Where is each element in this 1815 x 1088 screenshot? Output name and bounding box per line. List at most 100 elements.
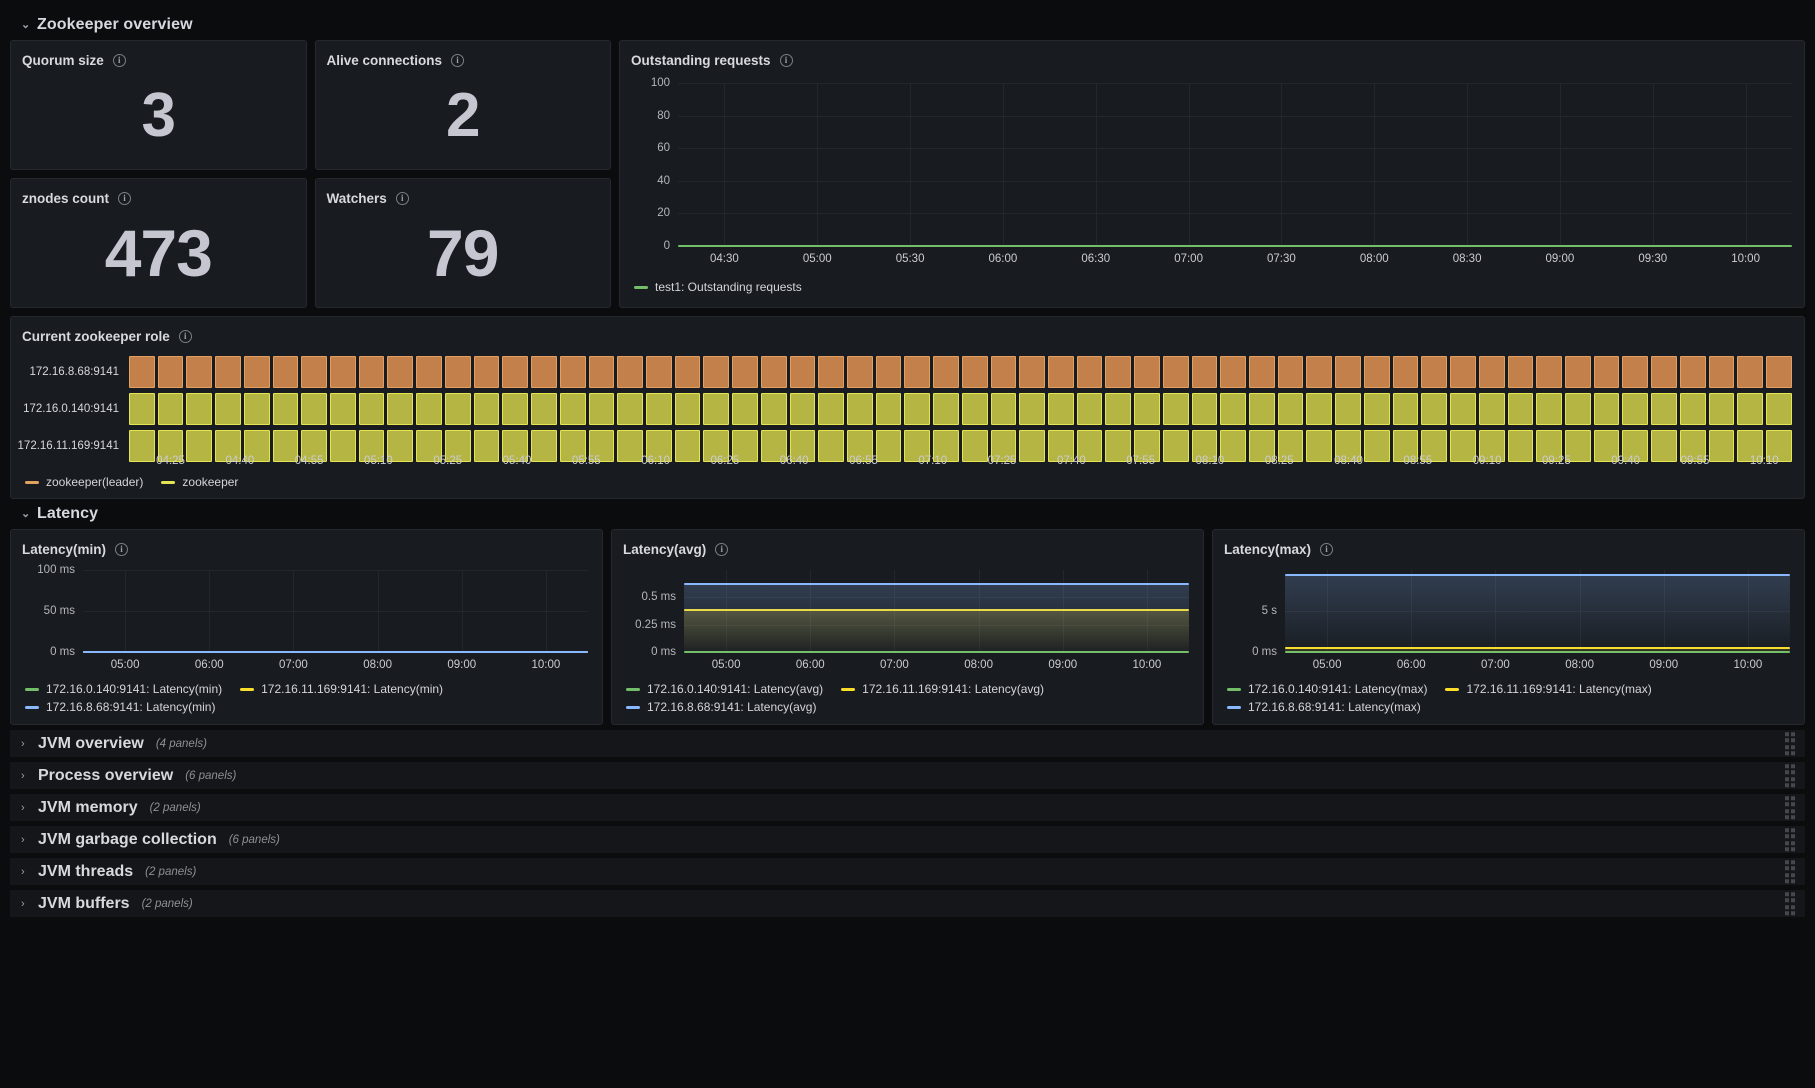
timeline-cell[interactable] [1363,356,1390,388]
timeline-cell[interactable] [1507,356,1534,388]
timeline-cell[interactable] [1306,356,1333,388]
timeline-cell[interactable] [157,356,184,388]
drag-handle-icon[interactable] [1784,827,1795,852]
timeline-cell[interactable] [559,356,586,388]
timeline-cell[interactable] [559,430,586,462]
timeline-cell[interactable] [531,430,557,462]
timeline-cell[interactable] [1593,356,1620,388]
timeline-cell[interactable] [1679,430,1706,462]
timeline-cell[interactable] [1277,356,1304,388]
timeline-cell[interactable] [846,393,873,425]
timeline-cell[interactable] [243,393,270,425]
timeline-cell[interactable] [617,356,643,388]
legend-item[interactable]: 172.16.8.68:9141: Latency(avg) [626,700,1203,714]
timeline-cell[interactable] [416,430,442,462]
timeline-cell[interactable] [272,393,299,425]
info-icon[interactable]: i [779,54,793,67]
timeline-cell[interactable] [1536,393,1562,425]
timeline-cell[interactable] [1134,356,1160,388]
timeline-cell[interactable] [1220,430,1247,462]
timeline-cell[interactable] [617,430,643,462]
timeline-cell[interactable] [1249,430,1275,462]
timeline-cell[interactable] [1450,356,1476,388]
timeline-cell[interactable] [1478,430,1505,462]
timeline-cell[interactable] [186,393,213,425]
timeline-cell[interactable] [961,430,988,462]
timeline-cell[interactable] [387,356,414,388]
timeline-cell[interactable] [846,356,873,388]
timeline-cell[interactable] [789,356,816,388]
timeline-cell[interactable] [215,393,241,425]
legend-item[interactable]: zookeeper(leader) [25,475,143,489]
timeline-cell[interactable] [129,356,155,388]
timeline-cell[interactable] [1593,393,1620,425]
timeline-cell[interactable] [502,393,529,425]
timeline-cell[interactable] [1421,393,1448,425]
timeline-cell[interactable] [875,430,902,462]
timeline-cell[interactable] [358,393,385,425]
timeline-cell[interactable] [1105,356,1132,388]
timeline-cell[interactable] [1019,356,1045,388]
row-header-zookeeper-overview[interactable]: ⌄ Zookeeper overview [10,10,1805,40]
timeline-cell[interactable] [789,430,816,462]
timeline-cell[interactable] [1392,430,1419,462]
timeline-cell[interactable] [473,393,500,425]
timeline-cell[interactable] [674,430,701,462]
timeline-cell[interactable] [645,393,672,425]
timeline-cell[interactable] [904,430,931,462]
timeline-cell[interactable] [1306,430,1333,462]
timeline-cell[interactable] [588,393,615,425]
collapsed-row-jvm-garbage-collection[interactable]: ›JVM garbage collection(6 panels) [10,826,1805,853]
timeline-cell[interactable] [301,356,328,388]
legend-item[interactable]: 172.16.11.169:9141: Latency(max) [1445,682,1652,696]
timeline-cell[interactable] [1392,393,1419,425]
info-icon[interactable]: i [395,192,409,205]
timeline-cell[interactable] [531,356,557,388]
timeline-cell[interactable] [1708,356,1735,388]
timeline-track[interactable] [129,430,1792,462]
timeline-cell[interactable] [588,430,615,462]
timeline-cell[interactable] [1536,430,1562,462]
timeline-cell[interactable] [243,356,270,388]
timeline-cell[interactable] [789,393,816,425]
timeline-cell[interactable] [703,430,730,462]
timeline-cell[interactable] [1392,356,1419,388]
timeline-cell[interactable] [1019,393,1045,425]
timeline-cell[interactable] [215,430,241,462]
timeline-cell[interactable] [1162,393,1189,425]
timeline-cell[interactable] [330,393,356,425]
timeline-cell[interactable] [1076,430,1103,462]
timeline-cell[interactable] [387,430,414,462]
collapsed-row-jvm-threads[interactable]: ›JVM threads(2 panels) [10,858,1805,885]
timeline-cell[interactable] [1450,430,1476,462]
timeline-cell[interactable] [588,356,615,388]
timeline-cell[interactable] [473,356,500,388]
timeline-cell[interactable] [1421,356,1448,388]
legend-item[interactable]: 172.16.0.140:9141: Latency(min) [25,682,222,696]
info-icon[interactable]: i [715,543,729,556]
timeline-cell[interactable] [416,356,442,388]
timeline-cell[interactable] [215,356,241,388]
timeline-cell[interactable] [129,393,155,425]
timeline-cell[interactable] [444,356,471,388]
timeline-cell[interactable] [444,393,471,425]
timeline-cell[interactable] [904,356,931,388]
timeline-cell[interactable] [760,393,787,425]
timeline-cell[interactable] [904,393,931,425]
legend-item[interactable]: 172.16.11.169:9141: Latency(min) [240,682,443,696]
timeline-cell[interactable] [674,356,701,388]
timeline-cell[interactable] [1708,430,1735,462]
timeline-cell[interactable] [933,430,959,462]
timeline-cell[interactable] [157,393,184,425]
timeline-cell[interactable] [645,356,672,388]
timeline-cell[interactable] [703,393,730,425]
timeline-cell[interactable] [1564,356,1591,388]
timeline-cell[interactable] [1191,430,1218,462]
timeline-cell[interactable] [1765,393,1792,425]
timeline-cell[interactable] [186,430,213,462]
timeline-cell[interactable] [129,430,155,462]
timeline-cell[interactable] [990,430,1017,462]
panel-znodes-count[interactable]: znodes count i 473 [10,178,307,308]
timeline-cell[interactable] [1564,393,1591,425]
